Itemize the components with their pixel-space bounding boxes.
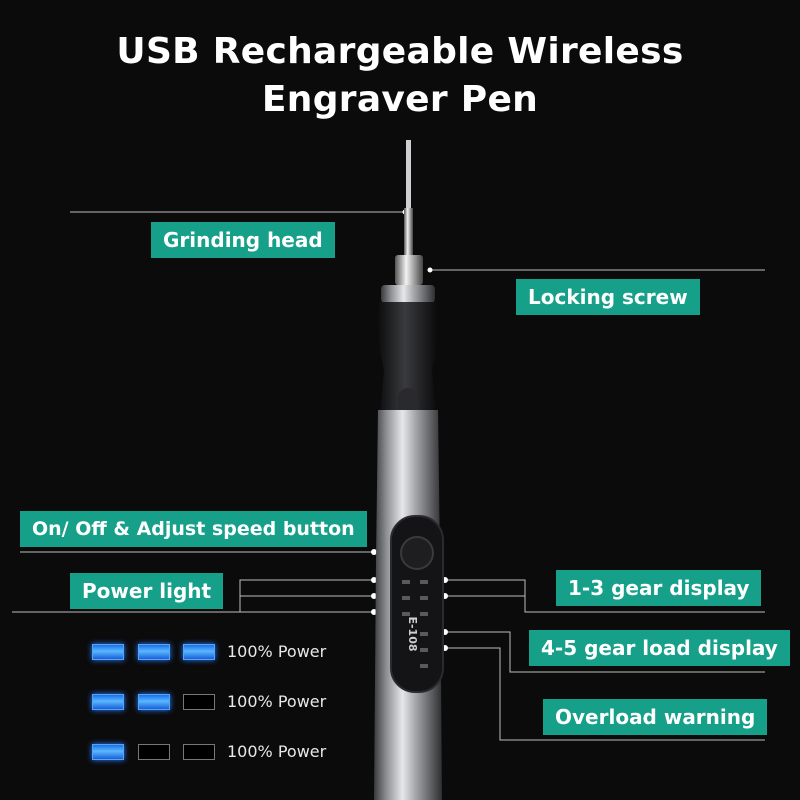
power-button bbox=[400, 536, 434, 570]
callout-overload-warning: Overload warning bbox=[543, 699, 768, 735]
grinding-head-bit bbox=[404, 140, 413, 256]
legend-label: 100% Power bbox=[227, 692, 327, 711]
title-line-2: Engraver Pen bbox=[261, 79, 539, 120]
legend-segment bbox=[138, 744, 170, 760]
legend-segment bbox=[92, 744, 124, 760]
legend-segment bbox=[138, 644, 170, 660]
locking-screw-collet bbox=[395, 255, 423, 285]
callout-lines bbox=[12, 211, 765, 741]
legend-segment bbox=[183, 644, 215, 660]
legend-segment bbox=[92, 694, 124, 710]
rubber-grip bbox=[378, 302, 438, 415]
page-title: USB Rechargeable Wireless Engraver Pen bbox=[0, 28, 800, 124]
callout-grinding-head: Grinding head bbox=[151, 222, 335, 258]
legend-segment bbox=[183, 694, 215, 710]
legend-segment bbox=[138, 694, 170, 710]
callout-gear-load-display: 4-5 gear load display bbox=[529, 630, 790, 666]
callout-locking-screw: Locking screw bbox=[516, 279, 700, 315]
legend-segment bbox=[183, 744, 215, 760]
legend-label: 100% Power bbox=[227, 742, 327, 761]
model-label: E-108 bbox=[406, 616, 419, 651]
callout-gear-display: 1-3 gear display bbox=[556, 570, 762, 606]
indicator-leds bbox=[402, 580, 428, 668]
callout-on-off-button: On/ Off & Adjust speed button bbox=[20, 511, 367, 547]
legend-segment bbox=[92, 644, 124, 660]
legend-label: 100% Power bbox=[227, 642, 327, 661]
callout-power-light: Power light bbox=[70, 573, 224, 609]
title-line-1: USB Rechargeable Wireless bbox=[116, 31, 684, 72]
